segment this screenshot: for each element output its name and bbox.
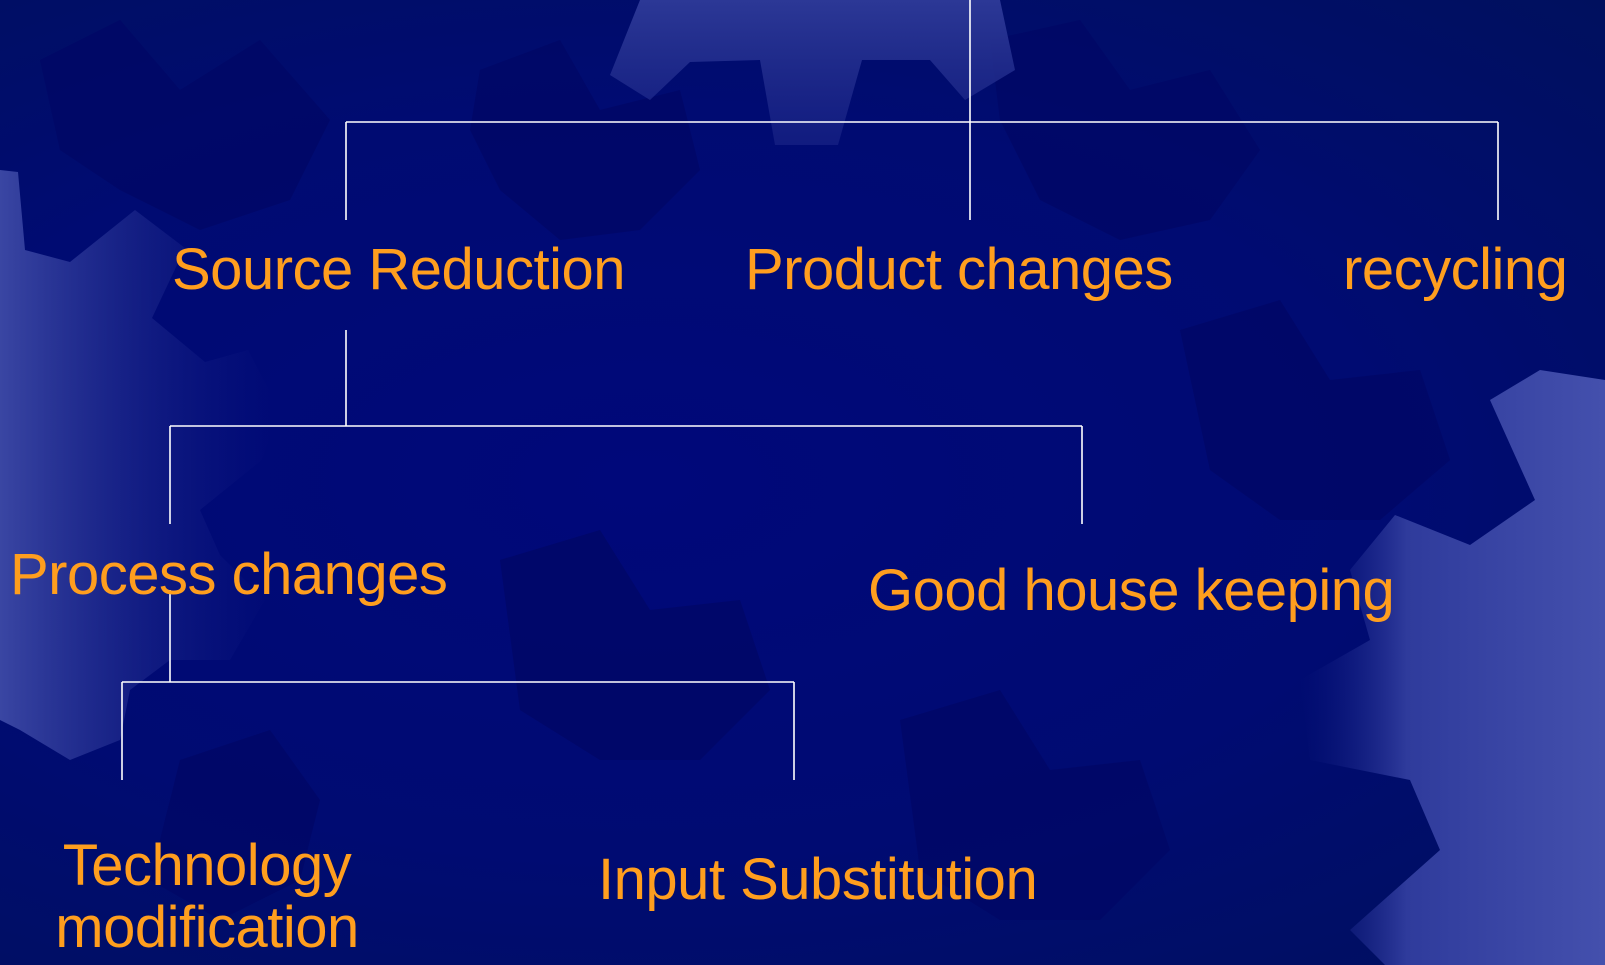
dark-gear-shapes <box>40 20 1450 920</box>
top-gear-shape <box>610 0 1015 145</box>
node-source-reduction: Source Reduction <box>172 237 626 302</box>
node-product-changes: Product changes <box>745 237 1173 302</box>
node-technology-line2: modification <box>55 895 359 960</box>
node-process-changes: Process changes <box>10 542 448 607</box>
node-input-substitution: Input Substitution <box>598 847 1038 912</box>
node-recycling: recycling <box>1343 237 1568 302</box>
left-gear-shape <box>0 170 280 760</box>
node-good-house-keeping: Good house keeping <box>868 558 1395 623</box>
node-technology-modification: Technology modification <box>22 835 392 959</box>
right-gear-shape <box>1300 370 1605 965</box>
node-technology-line1: Technology <box>62 833 352 898</box>
